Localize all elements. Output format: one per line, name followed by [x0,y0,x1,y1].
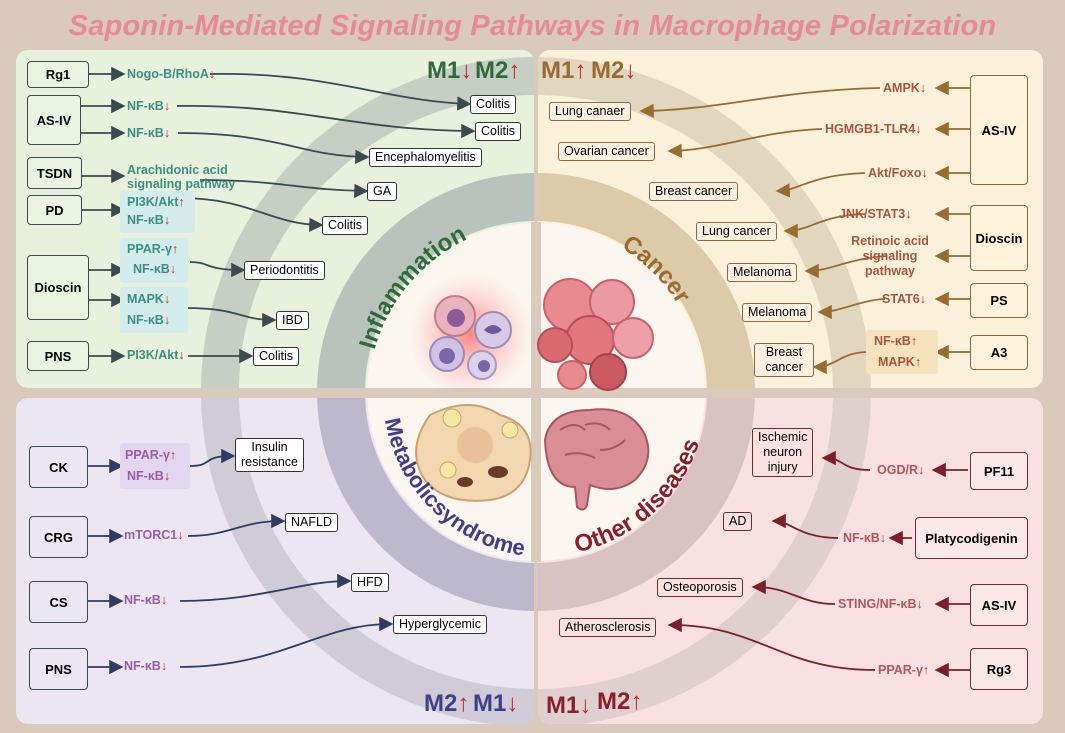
disease-colitis: Colitis [475,122,522,141]
disease-periodontitis: Periodontitis [244,261,325,280]
pathway-arachidonic-acid: Arachidonic acid [127,163,228,177]
macrophage-cells-icon [429,295,512,380]
pathway-retinoic-acid-line3: pathway [864,264,915,278]
pathway-ppar-gamma: PPAR-γ↑ [127,242,179,256]
pathway-nfkb: NF-κB↓ [127,313,171,327]
pathway-shade [120,443,190,489]
disease-encephalomyelitis: Encephalomyelitis [369,148,482,167]
marker-m2-inflammation: M2↑ [475,57,521,84]
marker-m1-other: M1↓ [546,692,592,719]
pathway-nfkb: NF-κB↑ [874,334,918,348]
macrophage-glow [408,273,532,397]
pathway-retinoic-acid: Retinoic acid [851,234,929,248]
drug-pns-inflammation: PNS [27,341,89,371]
pathway-hmgb1-tlr4: HGMGB1-TLR4↓ [825,122,922,136]
pathway-shade [120,238,188,283]
pathway-jnk-stat3: JNK/STAT3↓ [839,207,912,221]
pathway-stat6: STAT6↓ [882,292,926,306]
pathway-shade [120,287,188,333]
marker-m2-metabolic: M2↑ [424,690,470,717]
pathway-nfkb: NF-κB↓ [133,262,177,276]
disease-melanoma: Melanoma [727,263,798,282]
pathway-mapk: MAPK↓ [127,292,171,306]
pathway-sting-nfkb: STING/NF-κB↓ [838,597,923,611]
pathway-retinoic-acid-line2: signaling [862,249,918,263]
pathway-akt-foxo: Akt/Foxo↓ [868,166,928,180]
disease-atherosclerosis: Atherosclerosis [559,618,657,637]
disease-lung-cancer: Lung cancer [696,222,777,241]
drug-cs: CS [29,581,88,623]
pathway-nfkb: NF-κB↓ [124,593,168,607]
pathway-ppar-gamma: PPAR-γ↑ [125,448,177,462]
disease-colitis: Colitis [322,216,369,235]
disease-colitis: Colitis [470,95,517,114]
drug-a3: A3 [970,335,1028,370]
pathway-nfkb: NF-κB↓ [127,126,171,140]
drug-crg: CRG [29,516,88,558]
pathway-shade [866,330,938,374]
inflammation-arrows [81,66,476,364]
drug-dioscin-cancer: Dioscin [970,205,1028,271]
disease-lung-cancer: Lung canaer [549,102,631,121]
disease-ovarian-cancer: Ovarian cancer [558,142,655,161]
disease-hfd: HFD [351,573,389,592]
pathway-ampk: AMPK↓ [883,81,927,95]
disease-hyperglycemic: Hyperglycemic [393,615,487,634]
pathway-ppar-gamma: PPAR-γ↑ [878,663,930,677]
pathway-nfkb: NF-κB↓ [127,99,171,113]
drug-platycodigenin: Platycodigenin [915,517,1028,559]
cancer-arrows [639,80,970,375]
adipose-tissue-icon [415,404,532,502]
pathway-nfkb: NF-κB↓ [127,213,171,227]
pathway-nfkb: NF-κB↓ [124,659,168,673]
pathway-mapk: MAPK↑ [878,355,922,369]
disease-nafld: NAFLD [285,513,338,532]
metabolic-arrows [88,448,394,675]
page-title: Saponin-Mediated Signaling Pathways in M… [68,10,997,42]
drug-as-iv-other: AS-IV [970,584,1028,626]
marker-m1-cancer: M1↑ [541,57,587,84]
other-arrows [667,450,970,678]
marker-m1-metabolic: M1↓ [473,690,519,717]
pathway-pi3k-akt: PI3K/Akt↑ [127,195,185,209]
drug-tsdn: TSDN [27,157,82,189]
disease-ga: GA [367,182,398,201]
drug-pf11: PF11 [970,452,1028,490]
pathway-nogo-b-rhoa: Nogo-B/RhoA↓ [127,67,216,81]
pathway-arachidonic-acid-line2: signaling pathway [127,177,236,191]
pathway-ogd-r: OGD/R↓ [877,463,925,477]
pathway-nfkb: NF-κB↓ [127,469,171,483]
drug-as-iv: AS-IV [27,95,81,145]
disease-colitis: Colitis [253,347,300,366]
disease-osteoporosis: Osteoporosis [657,578,743,597]
pathway-pi3k-akt: PI3K/Akt↓ [127,348,185,362]
marker-m1-inflammation: M1↓ [427,57,473,84]
drug-ps: PS [970,283,1028,318]
drug-rg3: Rg3 [970,648,1028,690]
drug-dioscin-inflammation: Dioscin [27,255,89,320]
disease-ad: AD [723,512,753,531]
marker-m2-other: M2↑ [597,688,643,715]
drug-ck: CK [29,446,88,488]
marker-m2-cancer: M2↓ [591,57,637,84]
pathway-nfkb: NF-κB↓ [843,531,887,545]
brain-icon [543,408,650,511]
drug-as-iv-cancer: AS-IV [970,75,1028,185]
pathway-mtorc1: mTORC1↓ [124,528,184,542]
disease-breast-cancer: Breast cancer [649,182,739,201]
drug-rg1: Rg1 [27,61,89,88]
disease-melanoma: Melanoma [742,303,813,322]
tumor-cells-icon [537,278,654,391]
drug-pns-metabolic: PNS [29,648,88,690]
drug-pd: PD [27,195,82,225]
pathway-shade [120,191,195,233]
disease-ibd: IBD [276,311,309,330]
